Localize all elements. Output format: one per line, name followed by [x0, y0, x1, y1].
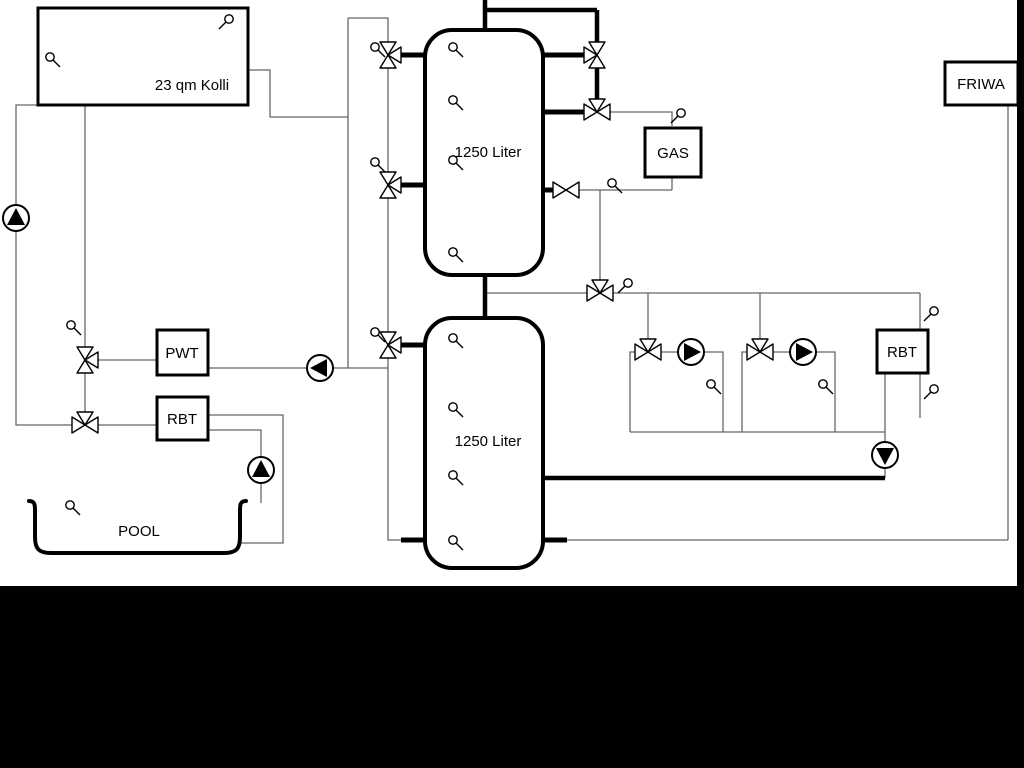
three-way-valve-circuit2-icon: [746, 338, 774, 361]
pump-heating-circuit-1-icon: [677, 338, 705, 366]
pipe-branch2-right-b: [816, 351, 836, 432]
pipe-collector-return-left: [15, 104, 72, 426]
pipe-network-thick: [482, 0, 885, 481]
rbt-right-box: [875, 328, 930, 375]
friwa-box: [943, 60, 1020, 107]
labels: 23 qm Kolli 1250 Liter 1250 Liter GAS FR…: [118, 76, 1005, 540]
solar-collector-box: [36, 6, 250, 107]
collector-label: 23 qm Kolli: [155, 77, 229, 94]
right-black-strip: [1017, 0, 1024, 768]
pump-pool-loop-icon: [247, 456, 275, 484]
rbt-right-label: RBT: [887, 344, 917, 361]
rbt-left-box: [155, 395, 210, 442]
sensor-rbt-right-top-icon: [923, 306, 939, 322]
pump-collector-loop-icon: [2, 204, 30, 232]
pump-heating-circuit-2-icon: [789, 338, 817, 366]
two-way-valve-gas-return-icon: [552, 181, 580, 199]
pool-label: POOL: [118, 523, 160, 540]
three-way-valve-tank1-mid-icon: [379, 171, 402, 199]
gas-boiler-box: [643, 126, 703, 179]
pipe-branch1-left-leg: [629, 351, 635, 432]
sensor-gas-supply-icon: [670, 108, 686, 124]
equipment: [27, 6, 1020, 570]
bottom-black-band: [0, 586, 1024, 768]
tank2-label: 1250 Liter: [455, 433, 522, 450]
pump-pwt-loop-icon: [306, 354, 334, 382]
rbt-left-label: RBT: [167, 411, 197, 428]
three-way-valve-gas-supply-icon: [583, 98, 611, 121]
sensor-circuit1-icon: [706, 379, 722, 395]
tank1-label: 1250 Liter: [455, 144, 522, 161]
sensor-rbt-right-bottom-icon: [923, 384, 939, 400]
pipe-branch1-right-b: [704, 351, 724, 432]
friwa-label: FRIWA: [957, 76, 1005, 93]
sensor-gas-return-icon: [607, 178, 623, 194]
pump-rbt-right-loop-icon: [871, 441, 899, 469]
three-way-valve-tank2-icon: [379, 331, 402, 359]
three-way-mixing-valve-icon: [586, 279, 614, 302]
pipe-collector-supply-right: [248, 69, 348, 118]
sensor-circuit2-icon: [818, 379, 834, 395]
sensor-pool-icon: [65, 500, 81, 516]
buffer-tank-1: [423, 28, 545, 277]
pipe-branch2-left-leg: [741, 351, 747, 432]
three-way-valve-circuit1-icon: [634, 338, 662, 361]
pool-basin: [27, 499, 248, 555]
buffer-tank-2: [423, 316, 545, 570]
pipe-pool-outer-loop: [208, 414, 284, 544]
three-way-valve-pwt-icon: [76, 346, 99, 374]
pwt-label: PWT: [165, 345, 198, 362]
pipe-valve-chain-3: [387, 358, 401, 541]
gas-label: GAS: [657, 145, 689, 162]
sensor-mixing-valve-icon: [617, 278, 633, 294]
sensor-collector-drop-icon: [66, 320, 82, 336]
three-way-valve-top-header-icon: [583, 41, 606, 69]
pipe-solar-top-link: [348, 17, 389, 42]
pipe-gas-supply: [610, 111, 673, 126]
sensor-valve-tank1-mid-icon: [370, 157, 386, 173]
pwt-box: [155, 328, 210, 377]
three-way-valve-rbt-left-icon: [71, 411, 99, 434]
